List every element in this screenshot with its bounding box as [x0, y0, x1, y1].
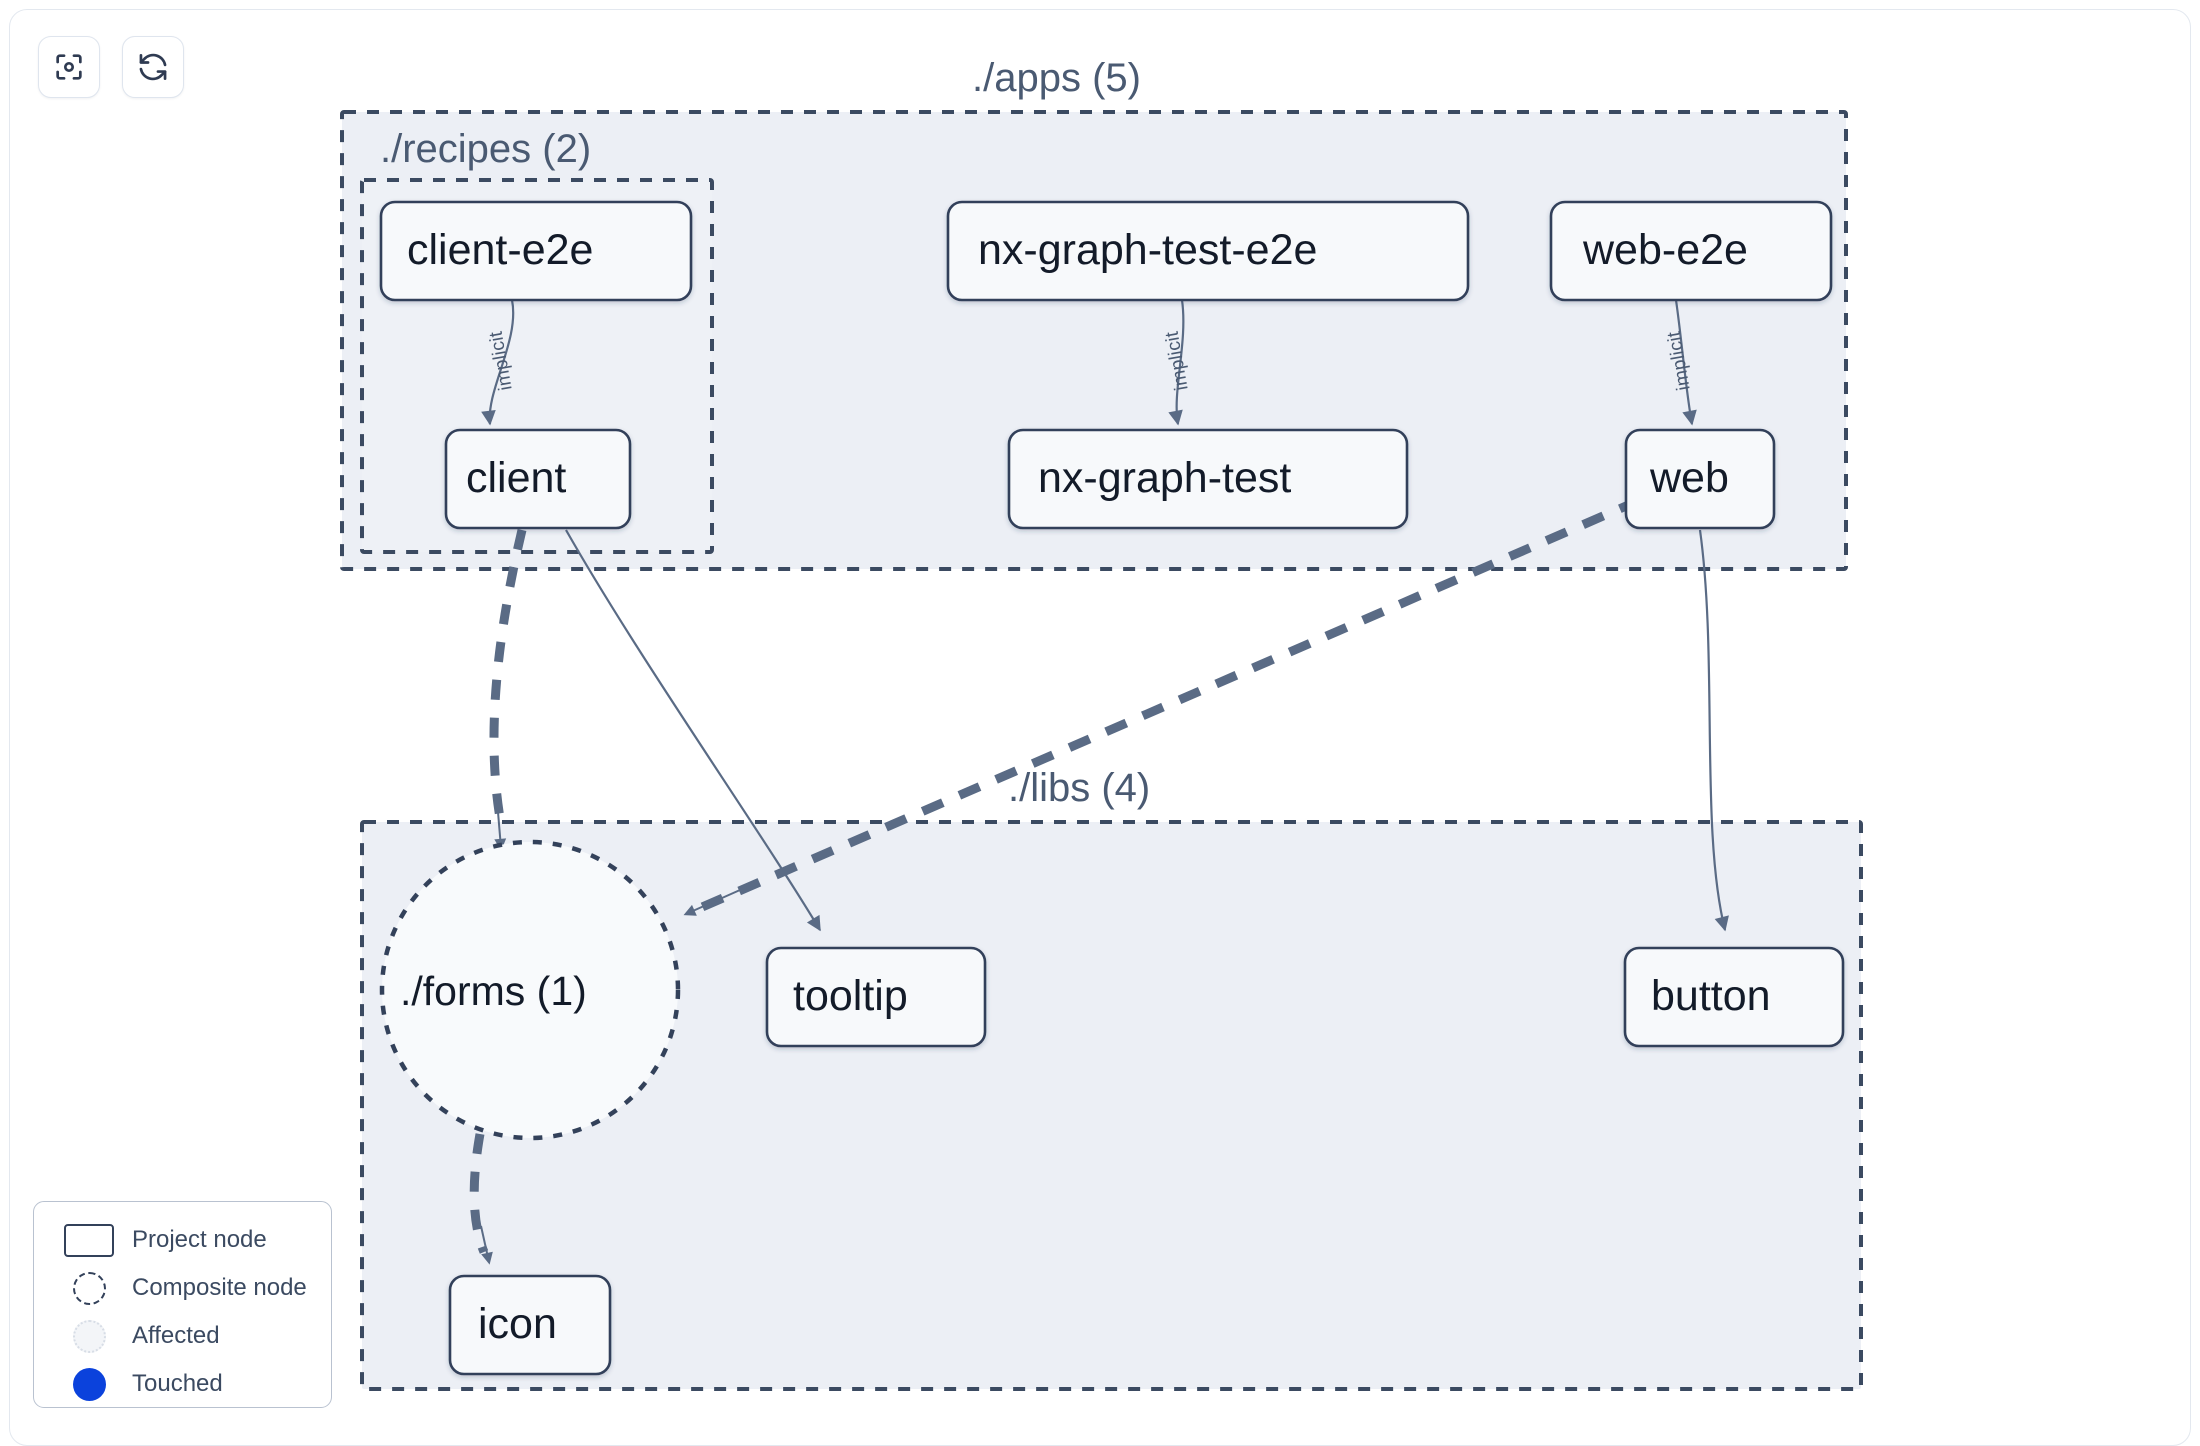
edge-nxge2e-nxg [1168, 299, 1185, 426]
edge-web-forms [698, 495, 1642, 913]
focus-scan-icon [52, 50, 86, 84]
node-label-forms: ./forms (1) [400, 968, 587, 1014]
legend-item-touched: Touched [34, 1360, 331, 1408]
node-web-e2e[interactable] [1549, 200, 1833, 302]
legend-label-touched: Touched [132, 1370, 223, 1397]
node-label-web: web [1650, 454, 1729, 502]
composite-node-swatch [58, 1271, 120, 1305]
node-button[interactable] [1623, 946, 1845, 1048]
group-apps-boundary [340, 110, 1848, 571]
edge-forms-icon [469, 1133, 489, 1254]
node-icon[interactable] [448, 1274, 612, 1376]
node-tooltip[interactable] [765, 946, 987, 1048]
focus-graph-button[interactable] [38, 36, 100, 98]
affected-swatch [58, 1319, 120, 1353]
node-label-button: button [1651, 972, 1771, 1020]
edge-web-forms-arrow [683, 889, 741, 916]
edge-client-tooltip [565, 529, 821, 932]
node-nx-graph-test-e2e[interactable] [946, 200, 1470, 302]
edge-web-e2e-web [1674, 299, 1697, 426]
refresh-icon [136, 50, 170, 84]
group-apps[interactable] [340, 110, 1848, 571]
legend-label-project-node: Project node [132, 1226, 267, 1253]
graph-toolbar [38, 36, 184, 98]
node-client-e2e[interactable] [379, 200, 693, 302]
graph-legend: Project node Composite node Affected Tou… [33, 1201, 332, 1408]
group-label-apps: ./apps (5) [972, 56, 1141, 100]
node-label-client: client [466, 454, 567, 502]
edge-forms-icon-arrow [480, 1225, 493, 1265]
edge-client-e2e-client [481, 299, 515, 426]
legend-label-affected: Affected [132, 1322, 220, 1349]
node-label-client-e2e: client-e2e [407, 226, 594, 274]
legend-item-affected: Affected [34, 1312, 331, 1360]
edge-web-button [1698, 529, 1729, 932]
node-label-tooltip: tooltip [793, 972, 908, 1020]
node-forms[interactable] [379, 839, 681, 1141]
project-node-swatch [58, 1223, 120, 1257]
edge-client-forms-arrow [494, 799, 507, 851]
node-label-web-e2e: web-e2e [1583, 226, 1748, 274]
node-nx-graph-test[interactable] [1007, 428, 1409, 530]
node-label-nx-graph-test: nx-graph-test [1038, 454, 1292, 502]
node-client[interactable] [444, 428, 632, 530]
node-label-icon: icon [478, 1300, 557, 1348]
legend-item-project-node: Project node [34, 1216, 331, 1264]
group-libs[interactable] [360, 820, 1863, 1391]
group-libs-boundary [360, 820, 1863, 1391]
legend-item-composite-node: Composite node [34, 1264, 331, 1312]
group-label-libs: ./libs (4) [1008, 766, 1151, 810]
group-label-recipes: ./recipes (2) [380, 127, 592, 171]
legend-label-composite-node: Composite node [132, 1274, 307, 1301]
refresh-graph-button[interactable] [122, 36, 184, 98]
edge-client-forms [489, 528, 527, 825]
node-web[interactable] [1624, 428, 1776, 530]
touched-swatch [58, 1367, 120, 1401]
node-label-nx-graph-test-e2e: nx-graph-test-e2e [978, 226, 1318, 274]
